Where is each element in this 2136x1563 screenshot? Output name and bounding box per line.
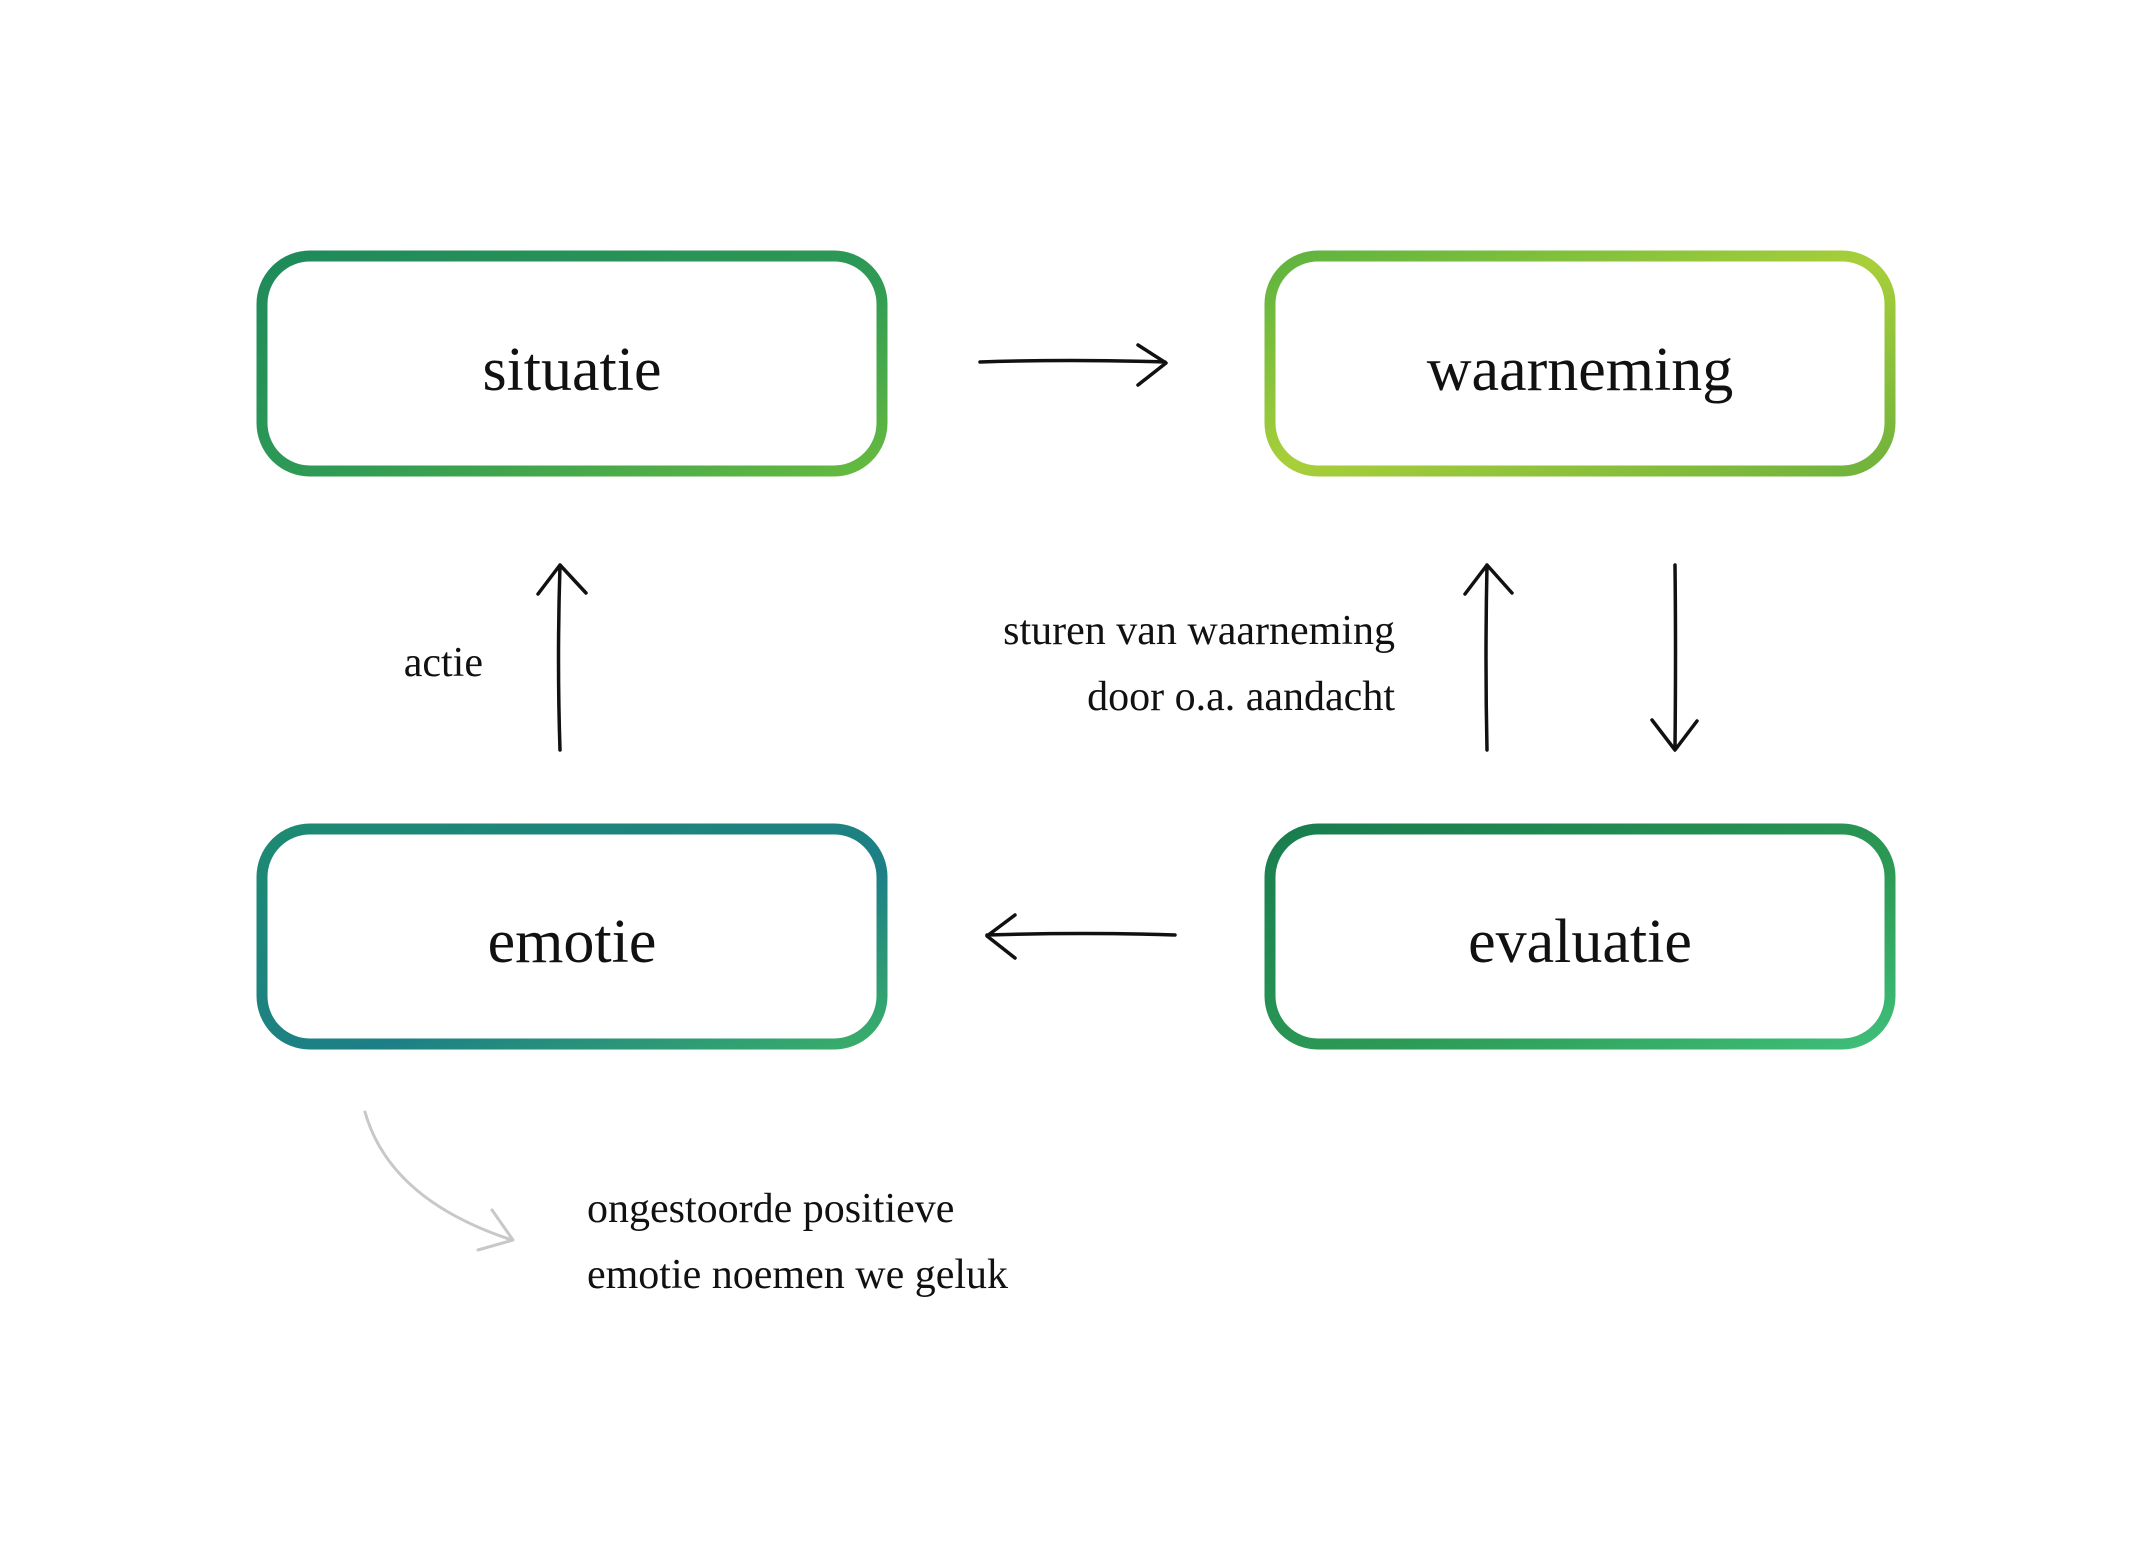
node-emotie-box [256, 823, 888, 1050]
arrow-right-icon [978, 343, 1168, 387]
note-pointer [363, 1110, 515, 1252]
curved-arrow-icon [363, 1110, 515, 1252]
node-waarneming-box [1264, 250, 1896, 477]
edge-situatie-to-waarneming [978, 343, 1168, 387]
arrow-left-icon [985, 913, 1177, 960]
node-emotie: emotie [256, 823, 888, 1050]
arrow-up-icon [1463, 563, 1514, 752]
edge-label-sturen-line-1: sturen van waarneming [1003, 608, 1395, 654]
edge-emotie-to-situatie: actie [404, 563, 588, 752]
node-situatie-box [256, 250, 888, 477]
edge-waarneming-to-evaluatie [1650, 563, 1699, 752]
arrow-down-icon [1650, 563, 1699, 752]
node-waarneming: waarneming [1264, 250, 1896, 477]
edge-evaluatie-to-waarneming: sturen van waarneming door o.a. aandacht [1003, 563, 1514, 752]
arrow-up-icon [536, 563, 588, 752]
edge-label-actie: actie [404, 640, 483, 686]
node-evaluatie-label: evaluatie [1468, 908, 1692, 976]
note-geluk: ongestoorde positieve emotie noemen we g… [587, 1186, 1008, 1298]
note-line-2: emotie noemen we geluk [587, 1252, 1008, 1298]
note-line-1: ongestoorde positieve [587, 1186, 954, 1232]
node-evaluatie: evaluatie [1264, 823, 1896, 1050]
node-situatie-label: situatie [482, 336, 661, 404]
edge-evaluatie-to-emotie [985, 913, 1177, 960]
node-emotie-label: emotie [488, 908, 657, 976]
edge-label-sturen-line-2: door o.a. aandacht [1087, 674, 1395, 720]
node-evaluatie-box [1264, 823, 1896, 1050]
node-situatie: situatie [256, 250, 888, 477]
node-waarneming-label: waarneming [1427, 336, 1733, 404]
